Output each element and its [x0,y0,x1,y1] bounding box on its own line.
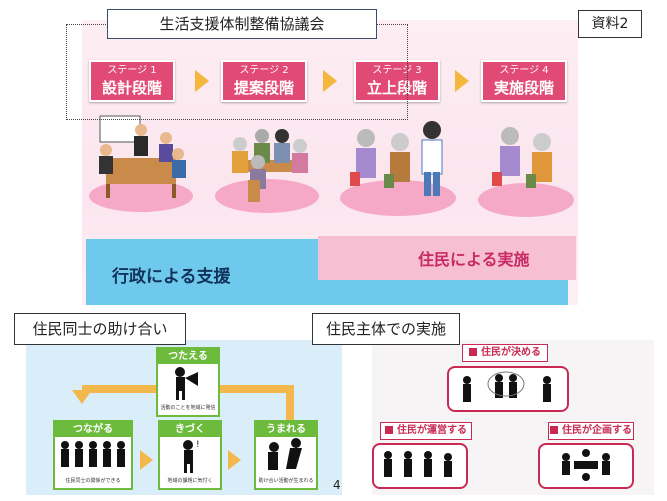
residents-operate-box [372,443,468,489]
megaphone-person-icon [175,367,198,400]
convey-box: つたえる 活動のことを地域に発信 [156,347,220,417]
stage-2-name: 提案段階 [233,79,294,97]
emerge-box: うまれる 助け合い活動が生まれる [254,420,318,490]
arrow-right-icon [455,70,469,92]
implementation-scene-illustration [478,127,574,217]
administration-support-text: 行政による支援 [112,267,231,287]
svg-text:!: ! [196,440,200,450]
band-blue-extension [468,280,568,305]
thinking-person-icon: ! [183,440,200,473]
notice-box: きづく ! 地域の課題に気付く [158,420,222,490]
stage-2-badge: ステージ 2 提案段階 [221,60,307,102]
notice-caption: 地域の課題に気付く [167,478,213,484]
group-people-icon [61,441,125,467]
stage-4-number: ステージ 4 [499,65,549,76]
connect-head: つながる [55,422,131,437]
stage-4-badge: ステージ 4 実施段階 [481,60,567,102]
emerge-head: うまれる [256,422,316,437]
stage-3-badge: ステージ 3 立上段階 [354,60,440,102]
convey-head: つたえる [158,349,218,364]
helping-people-icon [268,438,302,470]
residents-discussing-icon [463,371,551,402]
stage-1-badge: ステージ 1 設計段階 [89,60,175,102]
council-title: 生活支援体制整備協議会 [107,9,377,39]
emerge-caption: 助け合い活動が生まれる [258,478,314,484]
discussion-scene-illustration [215,129,319,213]
arrow-down-icon [72,390,92,404]
arrow-right-icon [140,450,153,470]
resident-implementation-band [318,236,576,280]
stage-3-name: 立上段階 [366,79,427,97]
stage-1-name: 設計段階 [101,79,162,97]
stage-2-number: ステージ 2 [239,65,289,76]
cycle-arrow-right [286,385,294,425]
meeting-scene-illustration [89,115,193,212]
resident-implementation-text: 住民による実施 [418,250,530,269]
arrow-right-icon [323,70,337,92]
residents-plan-box [538,443,634,489]
mutual-aid-label: 住民同士の助け合い [14,313,186,345]
residents-plan-head: 住民が企画する [548,422,634,440]
arrow-right-icon [195,70,209,92]
residents-operate-head: 住民が運営する [380,422,472,440]
connect-caption: 住民同士の関係ができる [65,478,121,484]
stage-3-number: ステージ 3 [372,65,422,76]
connect-box: つながる 住民同士の関係ができる [53,420,133,490]
resident-led-label: 住民主体での実施 [312,313,460,345]
residents-decide-head: 住民が決める [462,344,548,362]
stage-4-name: 実施段階 [493,79,554,97]
arrow-right-icon [228,450,241,470]
notice-head: きづく [160,422,220,437]
launch-scene-illustration [340,121,456,216]
residents-decide-box [447,366,569,412]
residents-active-icon [384,451,452,477]
stage-1-number: ステージ 1 [107,65,157,76]
residents-planning-icon [562,449,610,481]
page-number: 4 [333,478,341,492]
convey-caption: 活動のことを地域に発信 [160,405,216,411]
document-label: 資料2 [578,10,642,38]
